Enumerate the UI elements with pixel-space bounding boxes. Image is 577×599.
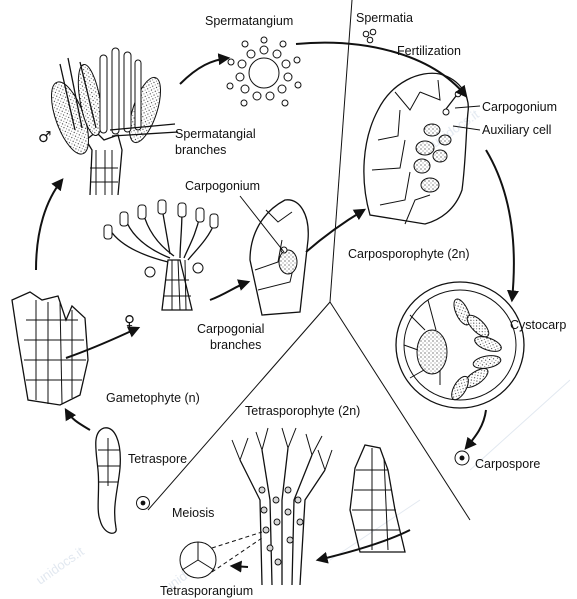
tetrasporophyte-drawing xyxy=(232,428,332,585)
cystocarp-drawing xyxy=(396,282,524,408)
tetrasporangium-drawing xyxy=(180,532,262,578)
tetraspore-drawing xyxy=(137,497,150,510)
carpogonium-drawing xyxy=(240,196,308,315)
tetraspore-germling-drawing xyxy=(96,428,121,533)
tetraspore-label: Tetraspore xyxy=(128,452,187,466)
spermatia-label: Spermatia xyxy=(356,11,413,25)
spermatangium-drawing xyxy=(227,37,301,106)
carpogonial-branches-drawing xyxy=(104,200,218,310)
carposporophyte-label: Carposporophyte (2n) xyxy=(348,247,470,261)
spermatia-drawing xyxy=(363,29,376,43)
life-cycle-arrows xyxy=(36,43,514,567)
female-symbol: ♀ xyxy=(124,312,135,330)
svg-text:unidocs.it: unidocs.it xyxy=(33,543,87,587)
spermatangial-branches-drawing xyxy=(44,48,178,195)
spermatangium-label: Spermatangium xyxy=(205,14,293,28)
auxiliary-cell-label: Auxiliary cell xyxy=(482,123,551,137)
meiosis-label: Meiosis xyxy=(172,506,214,520)
gametophyte-drawing xyxy=(12,292,88,405)
spermatangial-branches-label-1: Spermatangial xyxy=(175,127,256,141)
cystocarp-label: Cystocarp xyxy=(510,318,566,332)
spermatangial-branches-label-2: branches xyxy=(175,143,226,157)
carpospore-drawing xyxy=(455,451,469,465)
carpogonium-label-mid: Carpogonium xyxy=(185,179,260,193)
carpospore-label: Carpospore xyxy=(475,457,540,471)
tetrasporophyte-label: Tetrasporophyte (2n) xyxy=(245,404,360,418)
carpogonial-branches-label-1: Carpogonial xyxy=(197,322,264,336)
fertilized-carpogonium-drawing xyxy=(364,73,480,224)
tetrasporangium-label: Tetrasporangium xyxy=(160,584,253,598)
carpogonial-branches-label-2: branches xyxy=(210,338,261,352)
gametophyte-label: Gametophyte (n) xyxy=(106,391,200,405)
male-symbol: ♂ xyxy=(38,128,51,146)
carpogonium-label-top: Carpogonium xyxy=(482,100,557,114)
